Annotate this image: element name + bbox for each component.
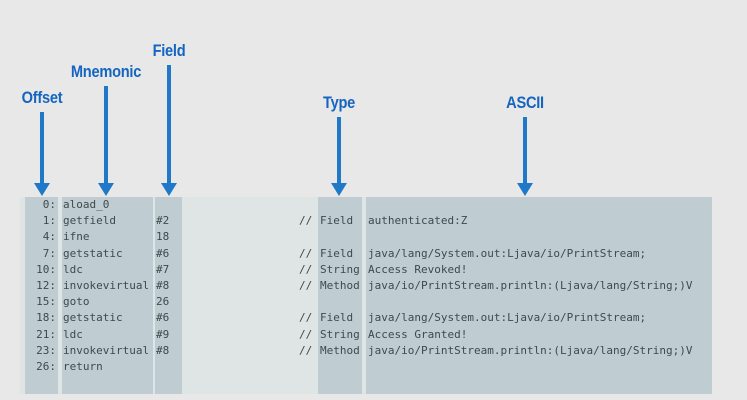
bytecode-cell-field: #6	[156, 311, 170, 325]
bytecode-row: 21: ldc #9 // String Access Granted!	[20, 327, 712, 343]
bytecode-listing: 0: aload_0 1: getfield #2 // Field authenticate…	[20, 197, 712, 394]
annotation-label-mnemonic: Mnemonic	[70, 62, 142, 81]
bytecode-cell-mnemonic: return	[63, 359, 103, 373]
arrow-shaft	[167, 65, 171, 184]
bytecode-cell-mnemonic: getstatic	[63, 246, 123, 260]
bytecode-cell-slashes: //	[299, 327, 313, 341]
arrow-shaft	[337, 117, 341, 184]
bytecode-cell-type: Field	[320, 311, 354, 325]
bytecode-cell-mnemonic: ldc	[63, 327, 83, 341]
bytecode-cell-offset: 4:	[42, 230, 56, 244]
bytecode-cell-mnemonic: invokevirtual	[63, 343, 150, 357]
bytecode-cell-offset: 26:	[36, 359, 56, 373]
bytecode-cell-ascii: java/io/PrintStream.println:(Ljava/lang/…	[368, 343, 693, 357]
arrow-shaft	[104, 86, 108, 184]
bytecode-cell-mnemonic: getfield	[63, 214, 116, 228]
bytecode-cell-mnemonic: ldc	[63, 262, 83, 276]
bytecode-cell-field: 18	[156, 230, 170, 244]
bytecode-cell-field: #2	[156, 214, 170, 228]
bytecode-cell-slashes: //	[299, 246, 313, 260]
bytecode-cell-type: String	[320, 327, 360, 341]
bytecode-cell-field: #8	[156, 343, 170, 357]
annotation-arrow-type-icon	[329, 117, 349, 196]
bytecode-lines: 0: aload_0 1: getfield #2 // Field authenticate…	[20, 197, 712, 375]
bytecode-cell-mnemonic: goto	[63, 295, 90, 309]
bytecode-cell-ascii: Access Revoked!	[368, 262, 468, 276]
arrow-head	[98, 183, 114, 196]
annotation-arrow-ascii-icon	[515, 117, 535, 196]
bytecode-cell-field: #6	[156, 246, 170, 260]
bytecode-cell-offset: 15:	[36, 295, 56, 309]
bytecode-cell-offset: 0:	[42, 198, 56, 211]
arrow-head	[331, 183, 347, 196]
bytecode-cell-mnemonic: getstatic	[63, 311, 123, 325]
bytecode-cell-offset: 10:	[36, 262, 56, 276]
annotation-arrow-offset-icon	[32, 112, 52, 196]
bytecode-cell-type: Field	[320, 214, 354, 228]
bytecode-cell-type: Method	[320, 343, 360, 357]
annotation-label-type: Type	[322, 93, 356, 112]
bytecode-cell-offset: 21:	[36, 327, 56, 341]
annotation-label-offset: Offset	[21, 88, 63, 107]
bytecode-row: 18: getstatic #6 // Field java/lang/System.ou…	[20, 310, 712, 326]
bytecode-cell-slashes: //	[299, 262, 313, 276]
annotation-label-field: Field	[152, 41, 186, 60]
bytecode-cell-type: Field	[320, 246, 354, 260]
column-band-mnemonic	[62, 197, 153, 394]
arrow-head	[517, 183, 533, 196]
bytecode-cell-ascii: authenticated:Z	[368, 214, 468, 228]
bytecode-cell-offset: 12:	[36, 278, 56, 292]
column-band-ascii	[366, 197, 712, 394]
bytecode-row: 4: ifne 18	[20, 229, 712, 245]
arrow-head	[161, 183, 177, 196]
annotation-arrow-mnemonic-icon	[96, 86, 116, 196]
bytecode-row: 23: invokevirtual #8 // Method java/io/PrintS…	[20, 343, 712, 359]
bytecode-cell-offset: 7:	[42, 246, 56, 260]
bytecode-cell-slashes: //	[299, 214, 313, 228]
bytecode-cell-offset: 18:	[36, 311, 56, 325]
bytecode-cell-ascii: java/lang/System.out:Ljava/io/PrintStrea…	[368, 246, 647, 260]
bytecode-cell-field: #7	[156, 262, 170, 276]
bytecode-cell-ascii: java/lang/System.out:Ljava/io/PrintStrea…	[368, 311, 647, 325]
column-band-field	[155, 197, 182, 394]
bytecode-cell-slashes: //	[299, 278, 313, 292]
bytecode-cell-field: #8	[156, 278, 170, 292]
bytecode-cell-offset: 1:	[42, 214, 56, 228]
bytecode-row: 7: getstatic #6 // Field java/lang/System.out…	[20, 246, 712, 262]
bytecode-row: 10: ldc #7 // String Access Revoked!	[20, 262, 712, 278]
bytecode-cell-ascii: java/io/PrintStream.println:(Ljava/lang/…	[368, 278, 693, 292]
bytecode-cell-mnemonic: invokevirtual	[63, 278, 150, 292]
bytecode-cell-field: #9	[156, 327, 170, 341]
bytecode-row: 0: aload_0	[20, 197, 712, 213]
bytecode-row: 15: goto 26	[20, 294, 712, 310]
bytecode-cell-offset: 23:	[36, 343, 56, 357]
annotation-label-ascii: ASCII	[506, 93, 544, 112]
bytecode-cell-mnemonic: ifne	[63, 230, 90, 244]
bytecode-cell-mnemonic: aload_0	[63, 198, 110, 211]
bytecode-cell-slashes: //	[299, 311, 313, 325]
column-band-type	[318, 197, 362, 394]
bytecode-cell-type: Method	[320, 278, 360, 292]
arrow-shaft	[523, 117, 527, 184]
bytecode-cell-type: String	[320, 262, 360, 276]
bytecode-row: 12: invokevirtual #8 // Method java/io/PrintS…	[20, 278, 712, 294]
arrow-head	[34, 183, 50, 196]
bytecode-row: 26: return	[20, 359, 712, 375]
bytecode-cell-ascii: Access Granted!	[368, 327, 468, 341]
annotation-arrow-field-icon	[159, 65, 179, 196]
column-band-offset	[25, 197, 58, 394]
bytecode-cell-slashes: //	[299, 343, 313, 357]
arrow-shaft	[40, 112, 44, 184]
bytecode-cell-field: 26	[156, 295, 170, 309]
bytecode-row: 1: getfield #2 // Field authenticated:Z	[20, 213, 712, 229]
